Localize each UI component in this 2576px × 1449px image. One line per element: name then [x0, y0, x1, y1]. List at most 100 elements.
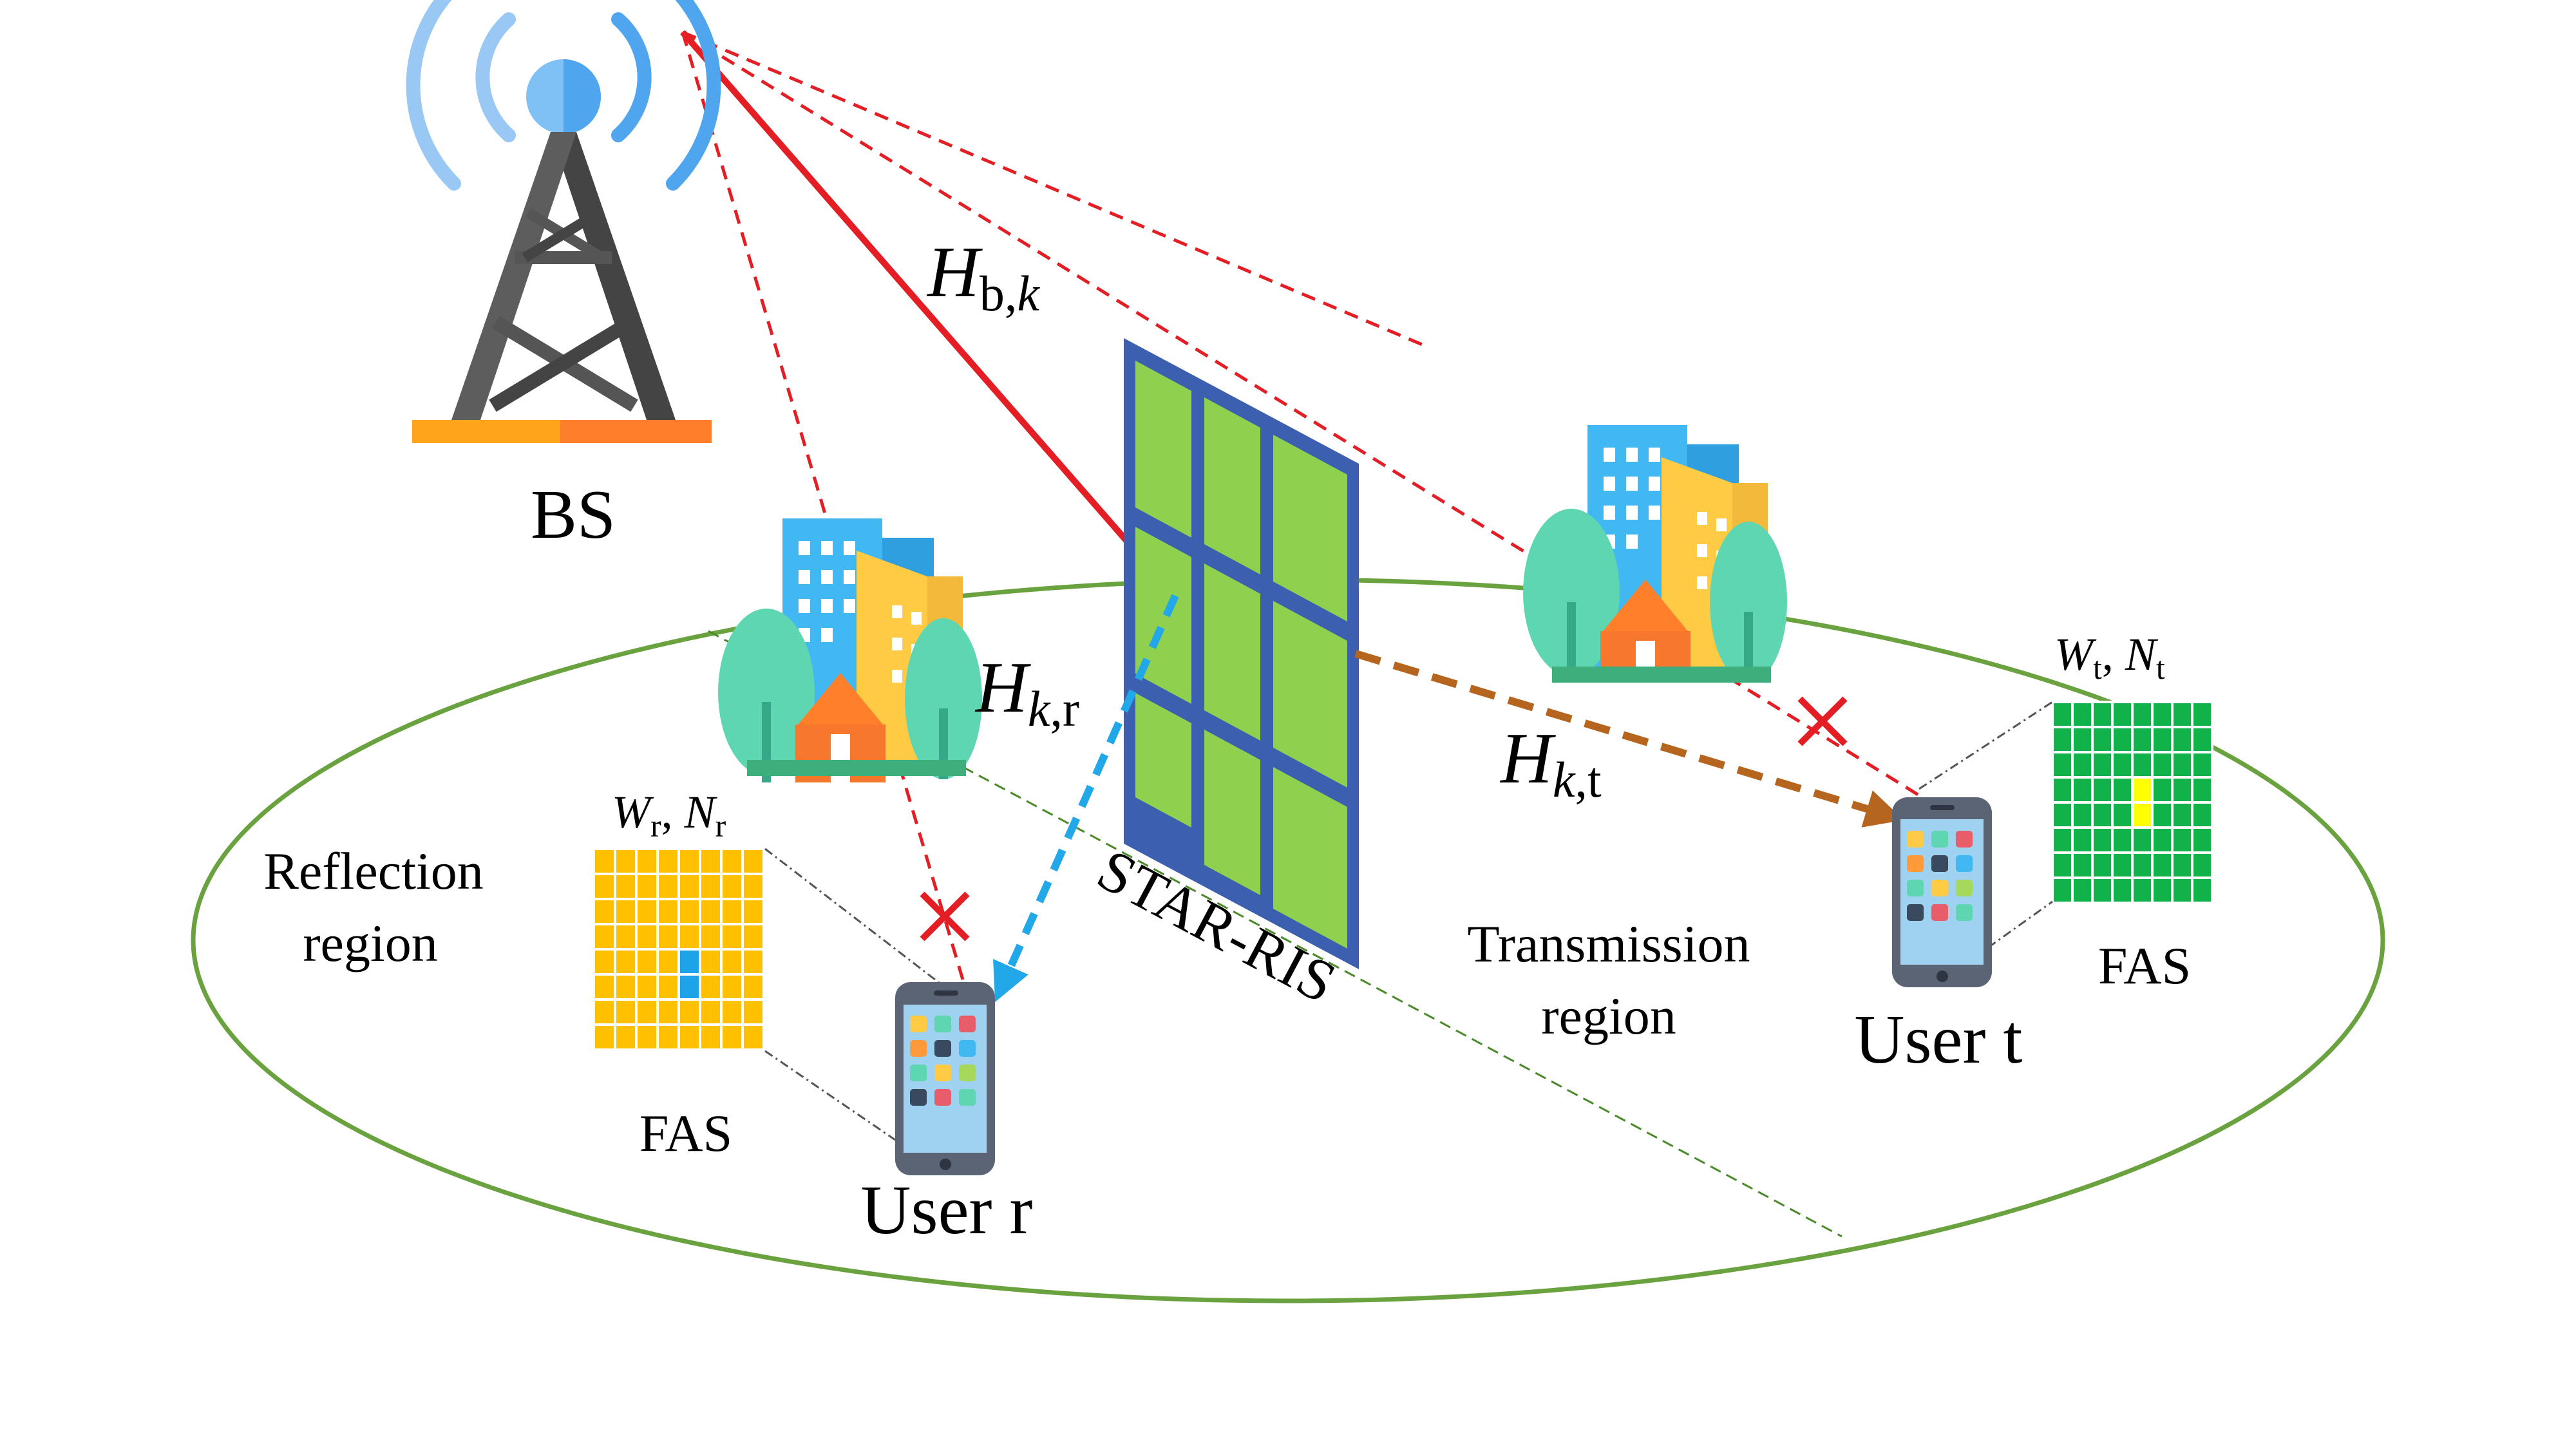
- fas-port: [592, 923, 616, 951]
- fas-t-params-label: Wt, Nt: [2054, 629, 2165, 686]
- fas-port: [2051, 801, 2074, 829]
- fas-port: [592, 1023, 616, 1051]
- fas-port: [614, 1023, 638, 1051]
- fas-port: [2071, 776, 2094, 804]
- fas-port: [2111, 751, 2134, 779]
- fas-port: [699, 973, 723, 1001]
- fas-active-port: [677, 948, 701, 976]
- fas-port: [741, 1023, 765, 1051]
- fas-port: [2091, 751, 2114, 779]
- fas-port: [2171, 826, 2193, 854]
- user-r-phone-icon: [895, 982, 995, 1175]
- fas-port: [656, 923, 680, 951]
- fas-port: [614, 973, 638, 1001]
- fas-port: [656, 948, 680, 976]
- transmission-region-label-line1: Transmission: [1468, 914, 1750, 973]
- fas-port: [2091, 826, 2114, 854]
- fas-active-port: [2131, 776, 2154, 804]
- fas-port: [2131, 851, 2154, 879]
- fas-port: [635, 898, 659, 925]
- fas-port: [656, 848, 680, 875]
- fas-port: [2191, 776, 2213, 804]
- fas-port: [656, 898, 680, 925]
- fas-port: [2131, 826, 2154, 854]
- fas-r-label: FAS: [639, 1104, 732, 1162]
- user-t-phone-icon: [1892, 797, 1992, 987]
- fas-port: [2051, 776, 2074, 804]
- blocked-marker-t: [1797, 696, 1848, 746]
- fas-port: [656, 873, 680, 900]
- building-left-icon: [718, 518, 982, 782]
- fas-port: [2151, 751, 2174, 779]
- fas-port: [2171, 876, 2193, 904]
- fas-port: [2051, 726, 2074, 753]
- fas-port: [699, 898, 723, 925]
- building-right-icon: [1523, 425, 1787, 683]
- ris-to-user-t-link: [1354, 650, 1904, 828]
- fas-port: [741, 848, 765, 875]
- star-ris-panel: [1124, 338, 1359, 969]
- region-divider-line: [708, 630, 1842, 1238]
- fas-port: [2131, 726, 2154, 753]
- fas-port: [592, 948, 616, 976]
- fas-port: [2191, 876, 2213, 904]
- fas-port: [2191, 826, 2213, 854]
- fas-port: [2091, 801, 2114, 829]
- fas-port: [2151, 826, 2174, 854]
- fas-port: [656, 1023, 680, 1051]
- fas-port: [2151, 851, 2174, 879]
- fas-port: [2131, 701, 2154, 728]
- fas-t-label: FAS: [2098, 936, 2191, 995]
- fas-port: [2171, 801, 2193, 829]
- fas-port: [2091, 876, 2114, 904]
- fas-port: [614, 948, 638, 976]
- fas-port: [720, 898, 744, 925]
- transmission-region-label-line2: region: [1541, 987, 1676, 1045]
- fas-port: [614, 923, 638, 951]
- fas-port: [2051, 876, 2074, 904]
- fas-port: [635, 923, 659, 951]
- fas-port: [720, 923, 744, 951]
- channel-h-k-r-label: Hk,r: [974, 648, 1079, 737]
- fas-port: [677, 873, 701, 900]
- fas-port: [2111, 776, 2134, 804]
- fas-port: [656, 998, 680, 1026]
- fas-port: [2171, 701, 2193, 728]
- fas-port: [2111, 726, 2134, 753]
- fas-port: [592, 998, 616, 1026]
- fas-port: [720, 973, 744, 1001]
- fas-port: [699, 998, 723, 1026]
- fas-port: [635, 998, 659, 1026]
- fas-port: [2191, 726, 2213, 753]
- fas-r-params-label: Wr, Nr: [612, 786, 726, 844]
- fas-port: [614, 848, 638, 875]
- fas-port: [699, 873, 723, 900]
- fas-port: [741, 973, 765, 1001]
- fas-port: [2171, 751, 2193, 779]
- fas-port: [2151, 701, 2174, 728]
- fas-port: [2051, 751, 2074, 779]
- fas-port: [699, 948, 723, 976]
- fas-port: [2131, 876, 2154, 904]
- fas-port: [2171, 726, 2193, 753]
- fas-port: [699, 848, 723, 875]
- fas-port: [2171, 776, 2193, 804]
- fas-port: [720, 873, 744, 900]
- fas-port: [677, 898, 701, 925]
- fas-port: [677, 1023, 701, 1051]
- fas-port: [2091, 776, 2114, 804]
- fas-port: [2071, 851, 2094, 879]
- bs-to-ris-link: [680, 30, 1173, 594]
- fas-port: [720, 998, 744, 1026]
- fas-r-array: [592, 848, 765, 1051]
- fas-port: [635, 948, 659, 976]
- fas-port: [2051, 826, 2074, 854]
- fas-port: [2151, 876, 2174, 904]
- bs-label: BS: [531, 477, 616, 553]
- fas-active-port: [2131, 801, 2154, 829]
- fas-port: [720, 1023, 744, 1051]
- fas-port: [2191, 751, 2213, 779]
- fas-port: [677, 998, 701, 1026]
- channel-h-b-k-label: Hb,k: [926, 232, 1040, 321]
